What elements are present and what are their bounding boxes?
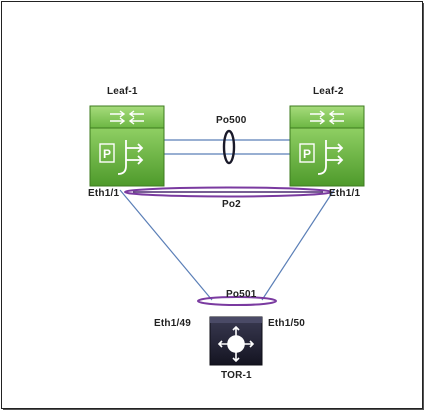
svg-text:P: P (103, 147, 111, 161)
po2-ellipse[interactable] (124, 186, 332, 198)
svg-text:P: P (303, 147, 311, 161)
peer-link-group (164, 129, 290, 165)
leaf2-eth-label: Eth1/1 (329, 188, 361, 199)
po2-label: Po2 (222, 199, 241, 210)
link-leaf2-tor[interactable] (261, 189, 335, 301)
po501-label: Po501 (226, 289, 257, 300)
po501-ellipse[interactable] (197, 296, 277, 306)
leaf1-label: Leaf-1 (107, 86, 138, 97)
tor1-router-icon[interactable] (209, 316, 263, 366)
link-leaf1-tor[interactable] (119, 189, 213, 301)
leaf1-eth-label: Eth1/1 (88, 188, 120, 199)
leaf2-label: Leaf-2 (313, 86, 344, 97)
leaf1-switch-icon[interactable]: P (89, 105, 165, 187)
tor1-label: TOR-1 (221, 370, 252, 381)
po500-ellipse[interactable] (222, 129, 236, 165)
tor-left-eth-label: Eth1/49 (154, 318, 191, 329)
vpc-links (119, 189, 335, 301)
tor-right-eth-label: Eth1/50 (268, 318, 305, 329)
leaf2-switch-icon[interactable]: P (289, 105, 365, 187)
po500-label: Po500 (216, 115, 247, 126)
